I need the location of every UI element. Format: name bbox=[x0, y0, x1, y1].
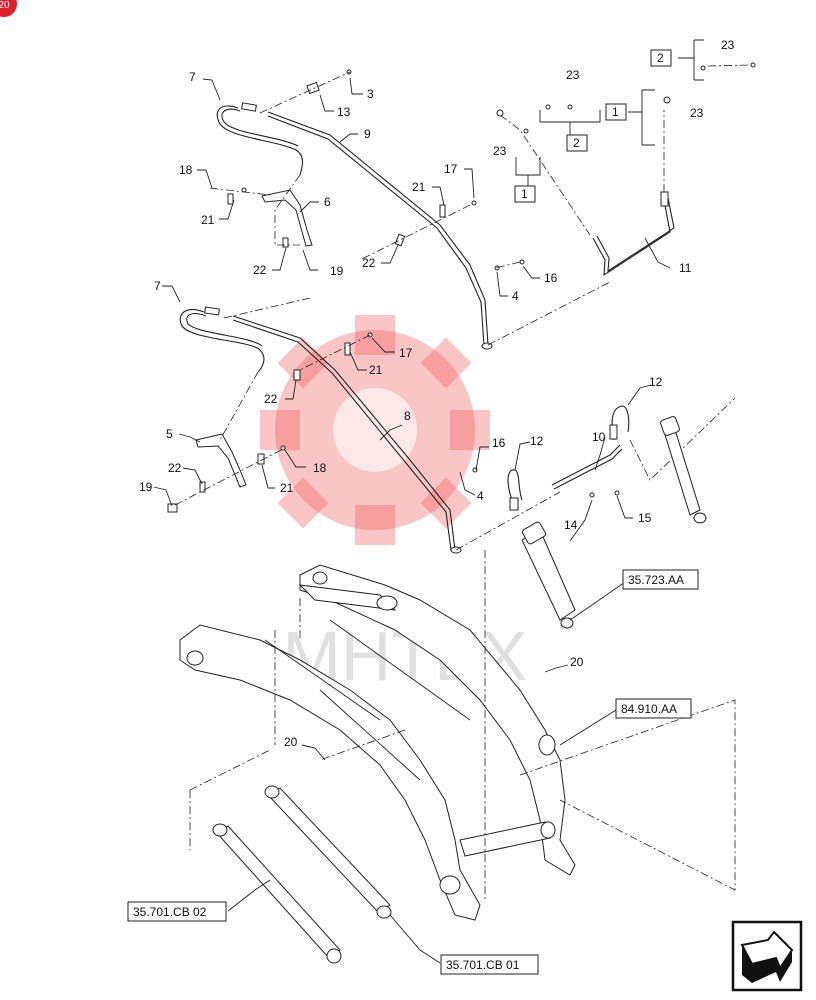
svg-text:35.701.CB 01: 35.701.CB 01 bbox=[446, 958, 520, 972]
callout-15: 15 bbox=[638, 511, 652, 525]
cylinder-hoses bbox=[507, 397, 736, 629]
svg-text:20: 20 bbox=[0, 0, 10, 11]
callout-14: 14 bbox=[564, 518, 578, 532]
callout-7-upper: 7 bbox=[189, 70, 196, 84]
tube-11 bbox=[496, 62, 756, 277]
callout-4-lower: 4 bbox=[477, 489, 484, 503]
lower-tube-assembly bbox=[167, 297, 561, 554]
callout-19-lower: 19 bbox=[139, 480, 153, 494]
callout-9: 9 bbox=[364, 127, 371, 141]
callout-17-upper: 17 bbox=[444, 162, 458, 176]
callout-12-lower: 12 bbox=[530, 434, 544, 448]
callout-20-right: 20 bbox=[570, 655, 584, 669]
watermark-gear-logo bbox=[260, 315, 490, 545]
callout-20-left: 20 bbox=[284, 735, 298, 749]
callout-10: 10 bbox=[592, 430, 606, 444]
bottom-cylinders bbox=[212, 785, 392, 964]
reference-35-723-aa[interactable]: 35.723.AA bbox=[622, 569, 699, 590]
corner-badge: 20 bbox=[0, 0, 17, 17]
box-1-right-label: 1 bbox=[612, 105, 619, 119]
svg-text:35.723.AA: 35.723.AA bbox=[628, 573, 684, 587]
callout-6: 6 bbox=[324, 195, 331, 209]
callout-19-upper: 19 bbox=[330, 264, 344, 278]
box-2-right-label: 2 bbox=[657, 51, 664, 65]
callout-21-c: 21 bbox=[369, 363, 383, 377]
reference-35-701-cb-01[interactable]: 35.701.CB 01 bbox=[440, 954, 539, 975]
callout-21-a: 21 bbox=[201, 213, 215, 227]
svg-text:84.910.AA: 84.910.AA bbox=[621, 702, 677, 716]
box-2-right bbox=[650, 49, 672, 67]
callout-3: 3 bbox=[367, 87, 374, 101]
callout-21-b: 21 bbox=[412, 180, 426, 194]
callout-21-d: 21 bbox=[280, 481, 294, 495]
callout-22-c: 22 bbox=[264, 392, 278, 406]
callout-12-upper: 12 bbox=[649, 375, 663, 389]
callout-17-lower: 17 bbox=[399, 346, 413, 360]
next-page-arrow-icon[interactable] bbox=[731, 920, 803, 992]
callout-23-d: 23 bbox=[690, 106, 704, 120]
callout-7-lower: 7 bbox=[154, 279, 161, 293]
callout-5: 5 bbox=[166, 427, 173, 441]
box-1-right bbox=[605, 103, 627, 121]
reference-35-701-cb-02[interactable]: 35.701.CB 02 bbox=[127, 901, 227, 922]
callout-13: 13 bbox=[337, 105, 351, 119]
callout-numbers: 7 3 13 9 18 21 6 22 19 21 17 22 4 16 11 … bbox=[139, 38, 735, 749]
reference-84-910-aa[interactable]: 84.910.AA bbox=[615, 698, 692, 719]
callout-16-lower: 16 bbox=[492, 436, 506, 450]
callout-18-lower: 18 bbox=[313, 461, 327, 475]
callout-23-b: 23 bbox=[493, 144, 507, 158]
callout-22-a: 22 bbox=[253, 263, 267, 277]
callout-22-d: 22 bbox=[168, 461, 182, 475]
callout-22-b: 22 bbox=[362, 256, 376, 270]
box-1-left-label: 1 bbox=[521, 187, 528, 201]
callout-23-a: 23 bbox=[566, 68, 580, 82]
leader-lines bbox=[153, 39, 704, 964]
upper-tube-assembly bbox=[209, 69, 611, 350]
svg-text:35.701.CB 02: 35.701.CB 02 bbox=[133, 905, 207, 919]
callout-18-upper: 18 bbox=[179, 163, 193, 177]
boxed-numbers: 1 2 1 2 bbox=[514, 49, 672, 203]
box-2-middle-label: 2 bbox=[573, 136, 580, 150]
callout-16-upper: 16 bbox=[544, 271, 558, 285]
callout-8: 8 bbox=[404, 409, 411, 423]
box-2-middle bbox=[566, 134, 588, 152]
callout-4-upper: 4 bbox=[512, 289, 519, 303]
box-1-left bbox=[514, 185, 536, 203]
callout-23-c: 23 bbox=[721, 38, 735, 52]
loader-arm-frame bbox=[179, 550, 736, 921]
callout-11: 11 bbox=[679, 261, 692, 275]
